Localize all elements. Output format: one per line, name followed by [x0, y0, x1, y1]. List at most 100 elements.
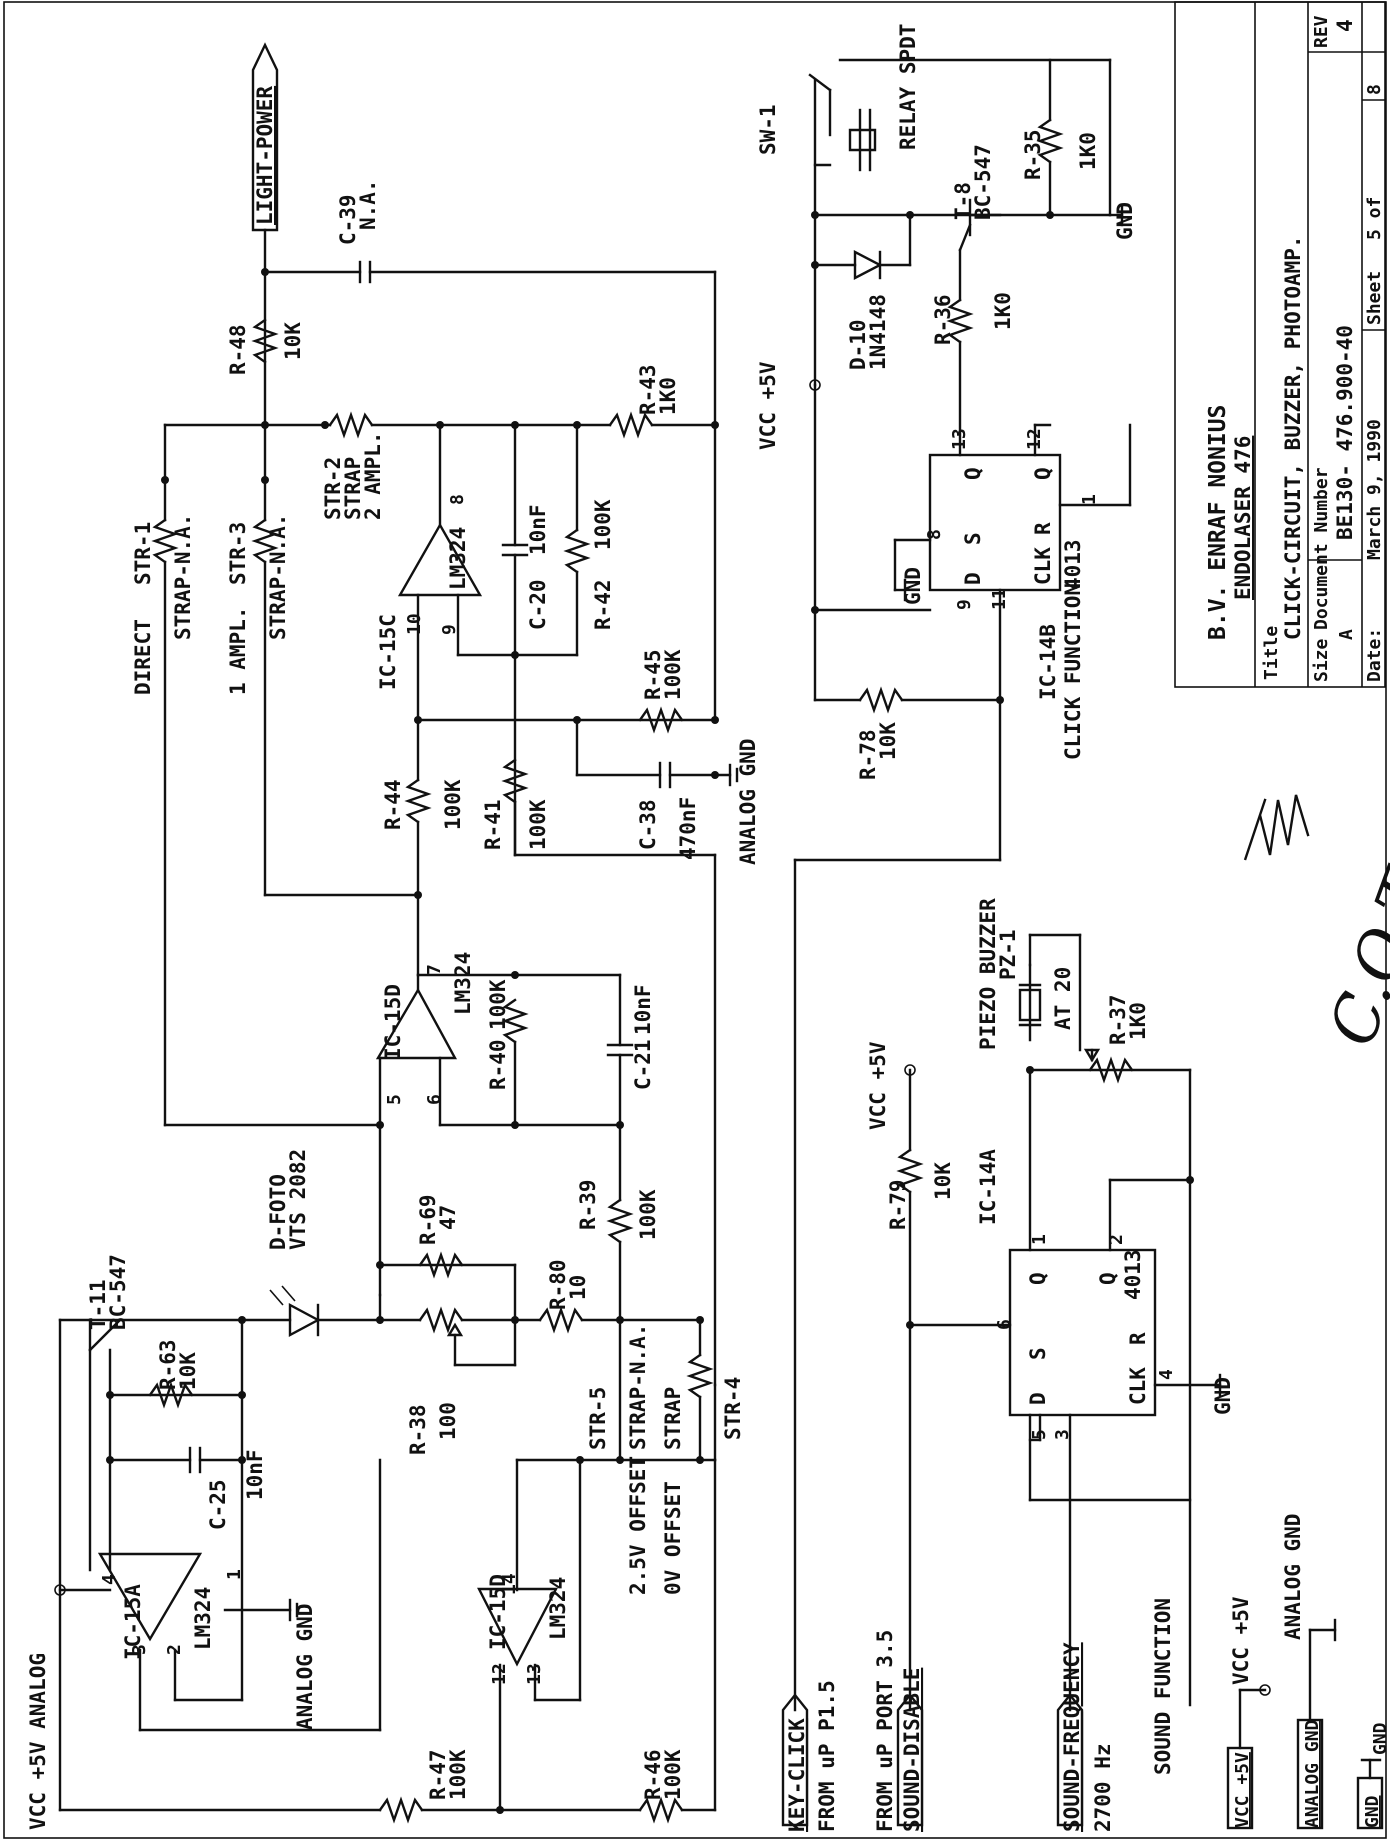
r44-value: 100K: [441, 779, 465, 830]
company-name: B.V. ENRAF NONIUS: [1205, 405, 1231, 640]
pin-2: 2: [164, 1644, 185, 1655]
r63-value: 10K: [176, 1352, 200, 1390]
c39-label: C-39: [336, 194, 360, 245]
ic15d-mid-label: IC-15D: [381, 984, 405, 1060]
pin-5: 5: [384, 1094, 405, 1105]
sw1-label: SW-1: [756, 104, 780, 155]
size-value: A: [1336, 629, 1357, 640]
analog-gnd-label-2: ANALOG GND: [736, 739, 760, 865]
gnd-label-2: GND: [901, 567, 925, 605]
title-block: B.V. ENRAF NONIUS ENDOLASER 476 Title CL…: [1174, 1, 1386, 688]
gnd-label-3: GND: [1211, 1377, 1235, 1415]
pin-6: 6: [424, 1094, 445, 1105]
ic14b-label: IC-14B: [1036, 624, 1060, 700]
direct-label: DIRECT: [131, 619, 155, 695]
pz1-value: AT 20: [1051, 967, 1075, 1030]
r37-label: R-37: [1106, 994, 1130, 1045]
t11-value: BC-547: [106, 1254, 130, 1330]
r40-label: R-40: [486, 1039, 510, 1090]
d10-value: 1N4148: [866, 294, 890, 370]
pin-11: 11: [989, 588, 1010, 610]
pin-8b: 8: [924, 529, 945, 540]
click-function-label: CLICK FUNCTION: [1061, 583, 1085, 760]
c21-value: 10nF: [631, 984, 655, 1035]
pin-1c: 1: [1029, 1234, 1050, 1245]
r80-value: 10: [566, 1275, 590, 1300]
ic14b-pin-q: Q: [961, 467, 985, 480]
sound-disable-label: SOUND-DISABLE: [900, 1668, 924, 1832]
pin-13b: 13: [949, 428, 970, 450]
r63-label: R-63: [156, 1339, 180, 1390]
pin-13: 13: [524, 1663, 545, 1685]
r37-value: 1K0: [1126, 1002, 1150, 1040]
ic14a-type: 4013: [1121, 1249, 1145, 1300]
relay-label: RELAY SPDT: [896, 24, 920, 150]
pin-7: 7: [424, 964, 445, 975]
piezo-label: PIEZO BUZZER: [976, 898, 1000, 1050]
ic14a-pin-clk: CLK: [1126, 1367, 1150, 1405]
r46-label: R-46: [641, 1749, 665, 1800]
pin-1: 1: [224, 1569, 245, 1580]
ic14b-pin-qbar: Q: [1031, 467, 1055, 480]
light-power-label: LIGHT-POWER: [253, 86, 277, 225]
dfoto-value: VTS 2082: [286, 1149, 310, 1250]
r38-label: R-38: [406, 1404, 430, 1455]
c20-label: C-20: [526, 579, 550, 630]
document-number-label: Document Number: [1311, 467, 1332, 630]
gnd-legend-label: GND: [1370, 1722, 1390, 1755]
analog-gnd-label-1: ANALOG GND: [293, 1604, 317, 1730]
ic15d-bottom-type: LM324: [546, 1577, 570, 1640]
key-click-note: FROM uP P1.5: [815, 1680, 839, 1832]
pin-12b: 12: [1024, 428, 1045, 450]
r42-value: 100K: [591, 499, 615, 550]
analog-gnd-legend-label: ANALOG GND: [1281, 1514, 1305, 1640]
r47-label: R-47: [426, 1749, 450, 1800]
title-label: Title: [1261, 626, 1282, 680]
sheet-total: 8: [1364, 84, 1385, 95]
date-label: Date:: [1364, 628, 1385, 682]
pin-2b: 2: [1106, 1234, 1127, 1245]
r40-value: 100K: [486, 979, 510, 1030]
click-function-wiring: [793, 58, 1132, 1712]
r45-label: R-45: [641, 649, 665, 700]
component-labels: VCC +5V ANALOG T-11 BC-547 R-63 10K C-25…: [26, 24, 1390, 1830]
r35-label: R-35: [1021, 129, 1045, 180]
signature-scribble: [1243, 794, 1310, 861]
r78-label: R-78: [856, 729, 880, 780]
vcc-5v-label-1: VCC +5V: [756, 361, 780, 450]
ic14a-pin-q: Q: [1026, 1272, 1050, 1285]
str3-label: STR-3: [226, 522, 250, 585]
r39-value: 100K: [636, 1189, 660, 1240]
sound-frequency-note: 2700 Hz: [1091, 1743, 1115, 1832]
product-name: ENDOLASER 476: [1231, 436, 1255, 600]
c21-label: C-21: [631, 1039, 655, 1090]
ic14a-pin-d: D: [1026, 1392, 1050, 1405]
c38-value: 470nF: [676, 797, 700, 860]
pin-1b: 1: [1079, 494, 1100, 505]
signature: C.O.T: [1315, 858, 1390, 1055]
ic15c-label: IC-15C: [376, 614, 400, 690]
pin-5b: 5: [1029, 1429, 1050, 1440]
pin-12: 12: [489, 1663, 510, 1685]
r38-value: 100: [436, 1402, 460, 1440]
light-power-port: LIGHT-POWER: [251, 42, 279, 232]
c25-value: 10nF: [243, 1449, 267, 1500]
r45-value: 100K: [661, 649, 685, 700]
pin-14: 14: [499, 1573, 520, 1595]
str5-value: STRAP-N.A.: [626, 1324, 650, 1450]
document-number: BE130- 476.900-40: [1333, 325, 1357, 540]
pin-9b: 9: [954, 599, 975, 610]
str3-value: STRAP-N.A.: [266, 514, 290, 640]
c25-label: C-25: [206, 1479, 230, 1530]
gnd-port-label: GND: [1362, 1795, 1383, 1828]
drawing-title: CLICK-CIRCUIT, BUZZER, PHOTOAMP.: [1281, 235, 1305, 640]
ic14a-label: IC-14A: [976, 1149, 1000, 1225]
r79-label: R-79: [886, 1179, 910, 1230]
ic14a-pin-qbar: Q: [1096, 1272, 1120, 1285]
d10-label: D-10: [846, 319, 870, 370]
r43-label: R-43: [636, 364, 660, 415]
key-click-label: KEY-CLICK: [785, 1718, 809, 1832]
pin-8: 8: [447, 494, 468, 505]
t8-label: T-8: [951, 182, 975, 220]
